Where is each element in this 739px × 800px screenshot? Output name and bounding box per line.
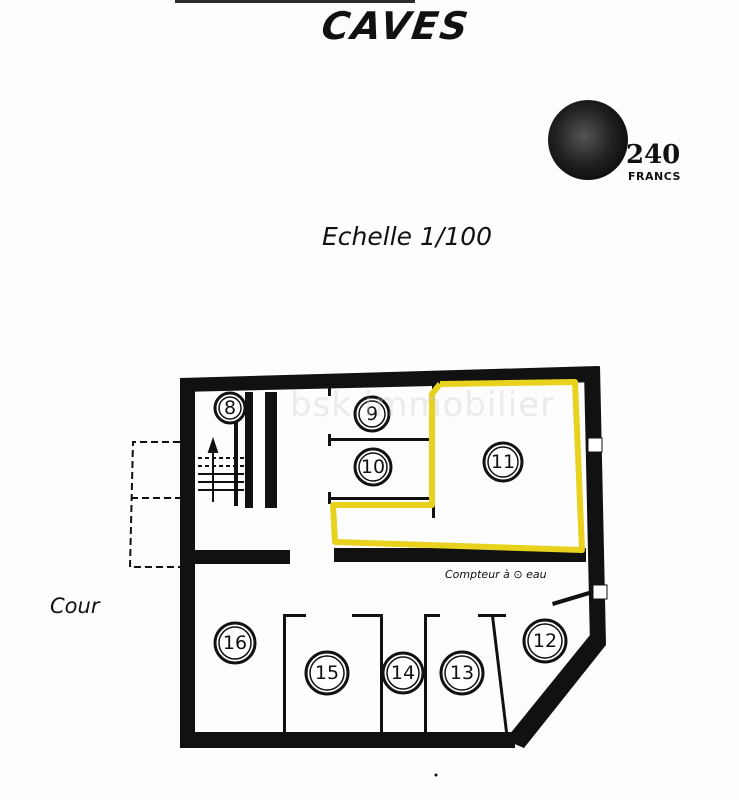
exterior-steps-outline: [128, 441, 180, 568]
room-marker-15: 15: [304, 650, 350, 696]
room-marker-8: 8: [213, 391, 247, 425]
svg-text:16: 16: [223, 632, 247, 654]
svg-text:15: 15: [315, 662, 339, 684]
scan-speck: [434, 773, 438, 777]
room-marker-10: 10: [353, 447, 393, 487]
room-11-highlight: [330, 379, 585, 553]
outer-walls: [180, 366, 606, 748]
window-opening: [587, 437, 603, 453]
stamp-currency: FRANCS: [628, 170, 681, 183]
coin-stamp-icon: [548, 100, 628, 180]
water-meter-label: Compteur à ⊙ eau: [445, 568, 547, 581]
svg-text:10: 10: [361, 456, 385, 478]
room-marker-9: 9: [353, 395, 391, 433]
top-rule: [175, 0, 415, 3]
svg-text:8: 8: [224, 397, 236, 419]
stamp-value: 240: [626, 140, 681, 170]
room-marker-13: 13: [439, 650, 485, 696]
water-meter-box: [592, 584, 608, 600]
svg-text:12: 12: [533, 630, 557, 652]
svg-text:9: 9: [366, 403, 378, 425]
room-marker-11: 11: [482, 441, 524, 483]
interior-walls: [195, 382, 593, 734]
staircase: [198, 418, 244, 506]
svg-text:14: 14: [391, 662, 415, 684]
courtyard-label: Cour: [50, 594, 100, 618]
svg-text:13: 13: [450, 662, 474, 684]
room-marker-14: 14: [381, 651, 425, 695]
room-marker-12: 12: [522, 618, 568, 664]
watermark: bsk immobilier: [290, 385, 556, 425]
scale-label: Echelle 1/100: [322, 222, 493, 251]
room-marker-16: 16: [213, 621, 257, 665]
svg-text:11: 11: [491, 451, 515, 473]
